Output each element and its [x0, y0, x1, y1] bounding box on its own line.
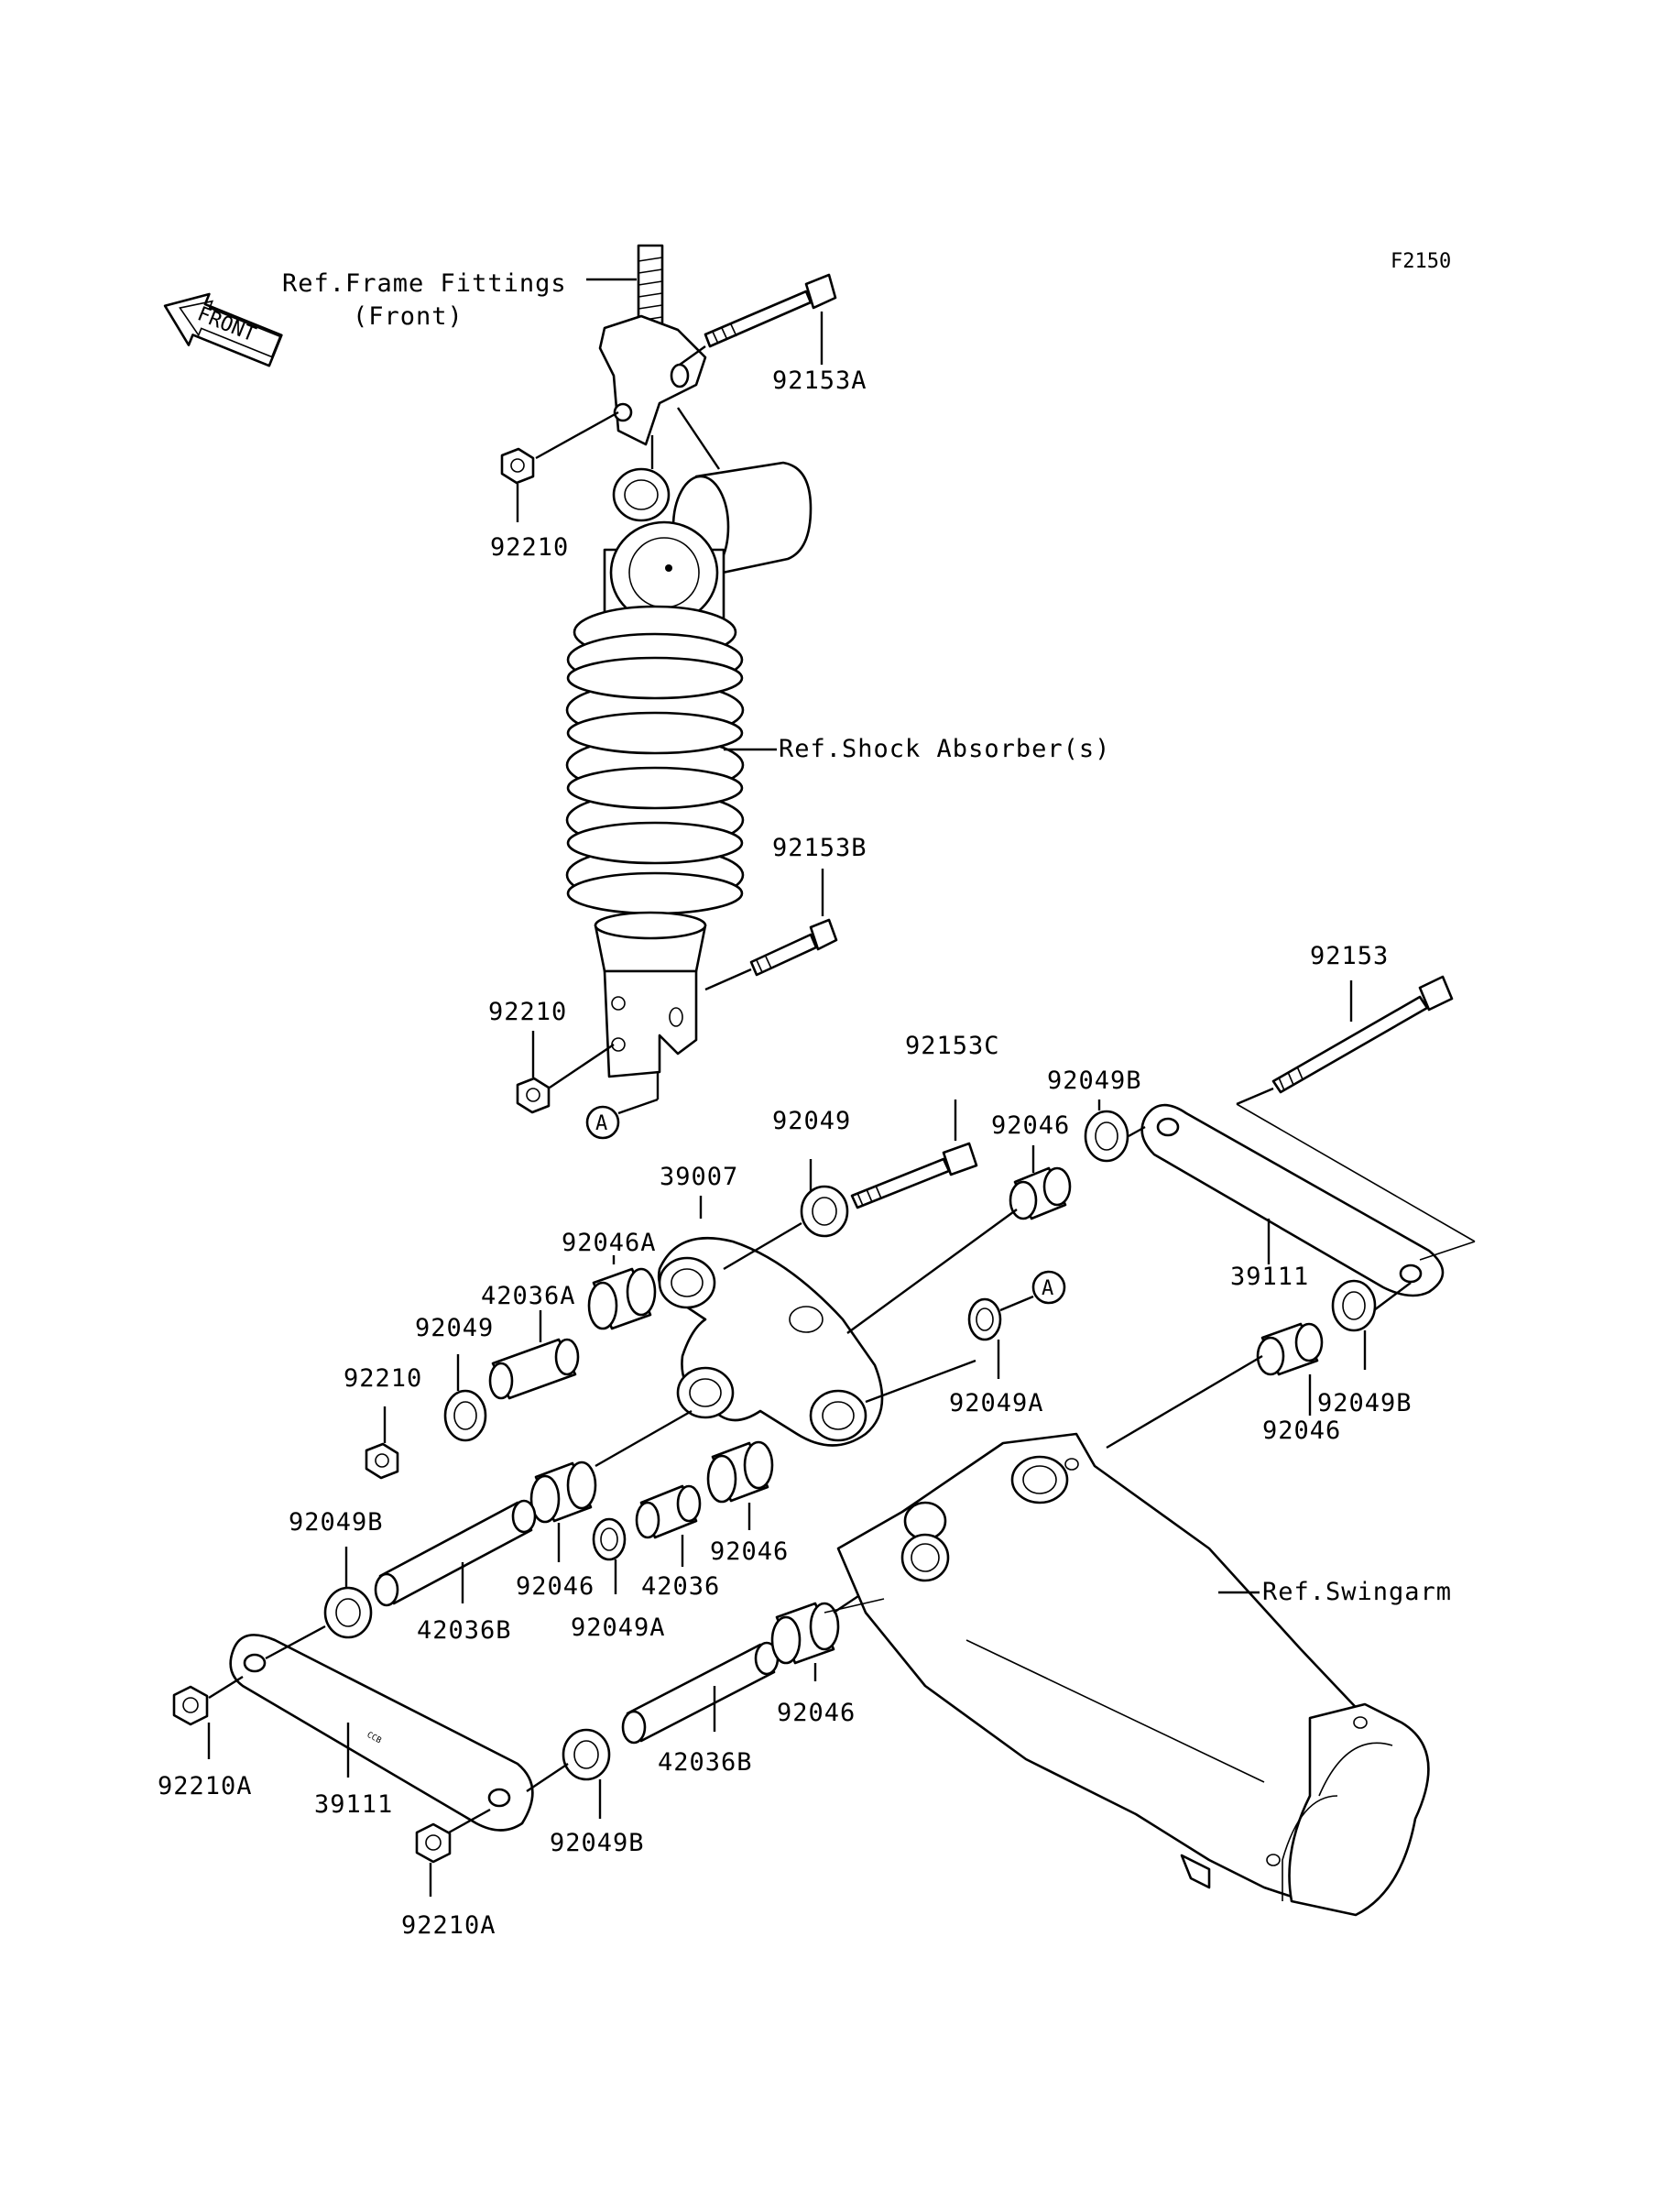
label-92046-c: 92046 [777, 1699, 856, 1727]
nut-92210-mid [516, 1077, 551, 1114]
bearing-92046-a [529, 1461, 597, 1524]
washer-92049B-right [1331, 1279, 1377, 1332]
label-92046-a: 92046 [516, 1572, 595, 1601]
figure-code: F2150 [1391, 250, 1451, 273]
bearing-92046-right [1256, 1322, 1324, 1376]
bolt-92153B [749, 918, 838, 977]
shock-absorber [565, 461, 813, 1078]
label-92049-top: 92049 [772, 1107, 851, 1135]
ref-swingarm: Ref.Swingarm [1262, 1578, 1452, 1606]
nut-92210-left [365, 1442, 399, 1480]
front-arrow-icon [163, 292, 283, 367]
collar-42036B-low [621, 1641, 780, 1745]
nut-92210A-left [172, 1685, 209, 1726]
collar-42036A [488, 1338, 580, 1400]
label-39007: 39007 [660, 1163, 738, 1191]
collar-42036 [635, 1484, 702, 1539]
label-92049B-right: 92049B [1317, 1389, 1413, 1417]
label-92049A-low: 92049A [571, 1614, 666, 1642]
bearing-92046-c [770, 1602, 840, 1665]
bearing-92046-top [1009, 1166, 1072, 1220]
bearing-92046-b [706, 1440, 774, 1504]
label-92049B-left: 92049B [289, 1508, 384, 1537]
label-92046-top: 92046 [991, 1111, 1070, 1140]
label-92153: 92153 [1310, 942, 1389, 970]
washer-92049-top [800, 1185, 849, 1238]
washer-92049A-mid [967, 1297, 1002, 1341]
link-39111-right [1140, 1103, 1445, 1297]
bolt-92153C [850, 1142, 978, 1209]
label-92049A-mid: 92049A [949, 1389, 1044, 1417]
bolt-92153A [704, 273, 837, 348]
label-92210A-low: 92210A [401, 1911, 496, 1940]
label-92210-mid: 92210 [488, 998, 567, 1026]
label-42036A: 42036A [481, 1282, 576, 1310]
label-92153A: 92153A [772, 366, 867, 395]
bolt-92153 [1271, 975, 1454, 1094]
top-mount-bracket [598, 244, 707, 446]
label-92046A: 92046A [562, 1229, 657, 1257]
nut-92210-top [500, 447, 535, 485]
ref-shock-absorber: Ref.Shock Absorber(s) [779, 735, 1110, 763]
label-92210-left: 92210 [344, 1364, 422, 1393]
label-92210-top: 92210 [490, 533, 569, 562]
label-92210A-left: 92210A [158, 1772, 253, 1800]
link-39111-left: CCB [229, 1634, 534, 1832]
label-92153B: 92153B [772, 834, 867, 862]
label-42036B-left: 42036B [417, 1616, 512, 1645]
swingarm [836, 1432, 1430, 1917]
callout-a: A [595, 1112, 607, 1135]
nut-92210A-low [415, 1822, 452, 1864]
label-42036: 42036 [641, 1572, 720, 1601]
washer-92049-left [443, 1389, 487, 1442]
label-92049B-top: 92049B [1047, 1067, 1142, 1095]
label-39111-left: 39111 [314, 1790, 393, 1819]
washer-92049A-low [592, 1517, 627, 1561]
collar-42036B-left [374, 1499, 537, 1607]
bearing-92046A [587, 1267, 657, 1330]
label-92049B-low: 92049B [550, 1829, 645, 1857]
label-92153C: 92153C [905, 1032, 1000, 1060]
washer-92049B-left [323, 1586, 373, 1639]
ref-frame-fittings: Ref.Frame Fittings [282, 269, 567, 298]
label-39111-right: 39111 [1230, 1263, 1309, 1291]
washer-92049B-top [1084, 1110, 1129, 1163]
rocker-arm-39007 [657, 1236, 884, 1447]
label-92049-left: 92049 [415, 1314, 494, 1342]
ref-frame-fittings-front: (Front) [353, 302, 464, 331]
callout-a-2: A [1042, 1277, 1053, 1300]
label-92046-right: 92046 [1262, 1417, 1341, 1445]
label-42036B-low: 42036B [658, 1748, 753, 1777]
washer-92049B-low [562, 1728, 611, 1781]
label-92046-b: 92046 [710, 1537, 789, 1566]
